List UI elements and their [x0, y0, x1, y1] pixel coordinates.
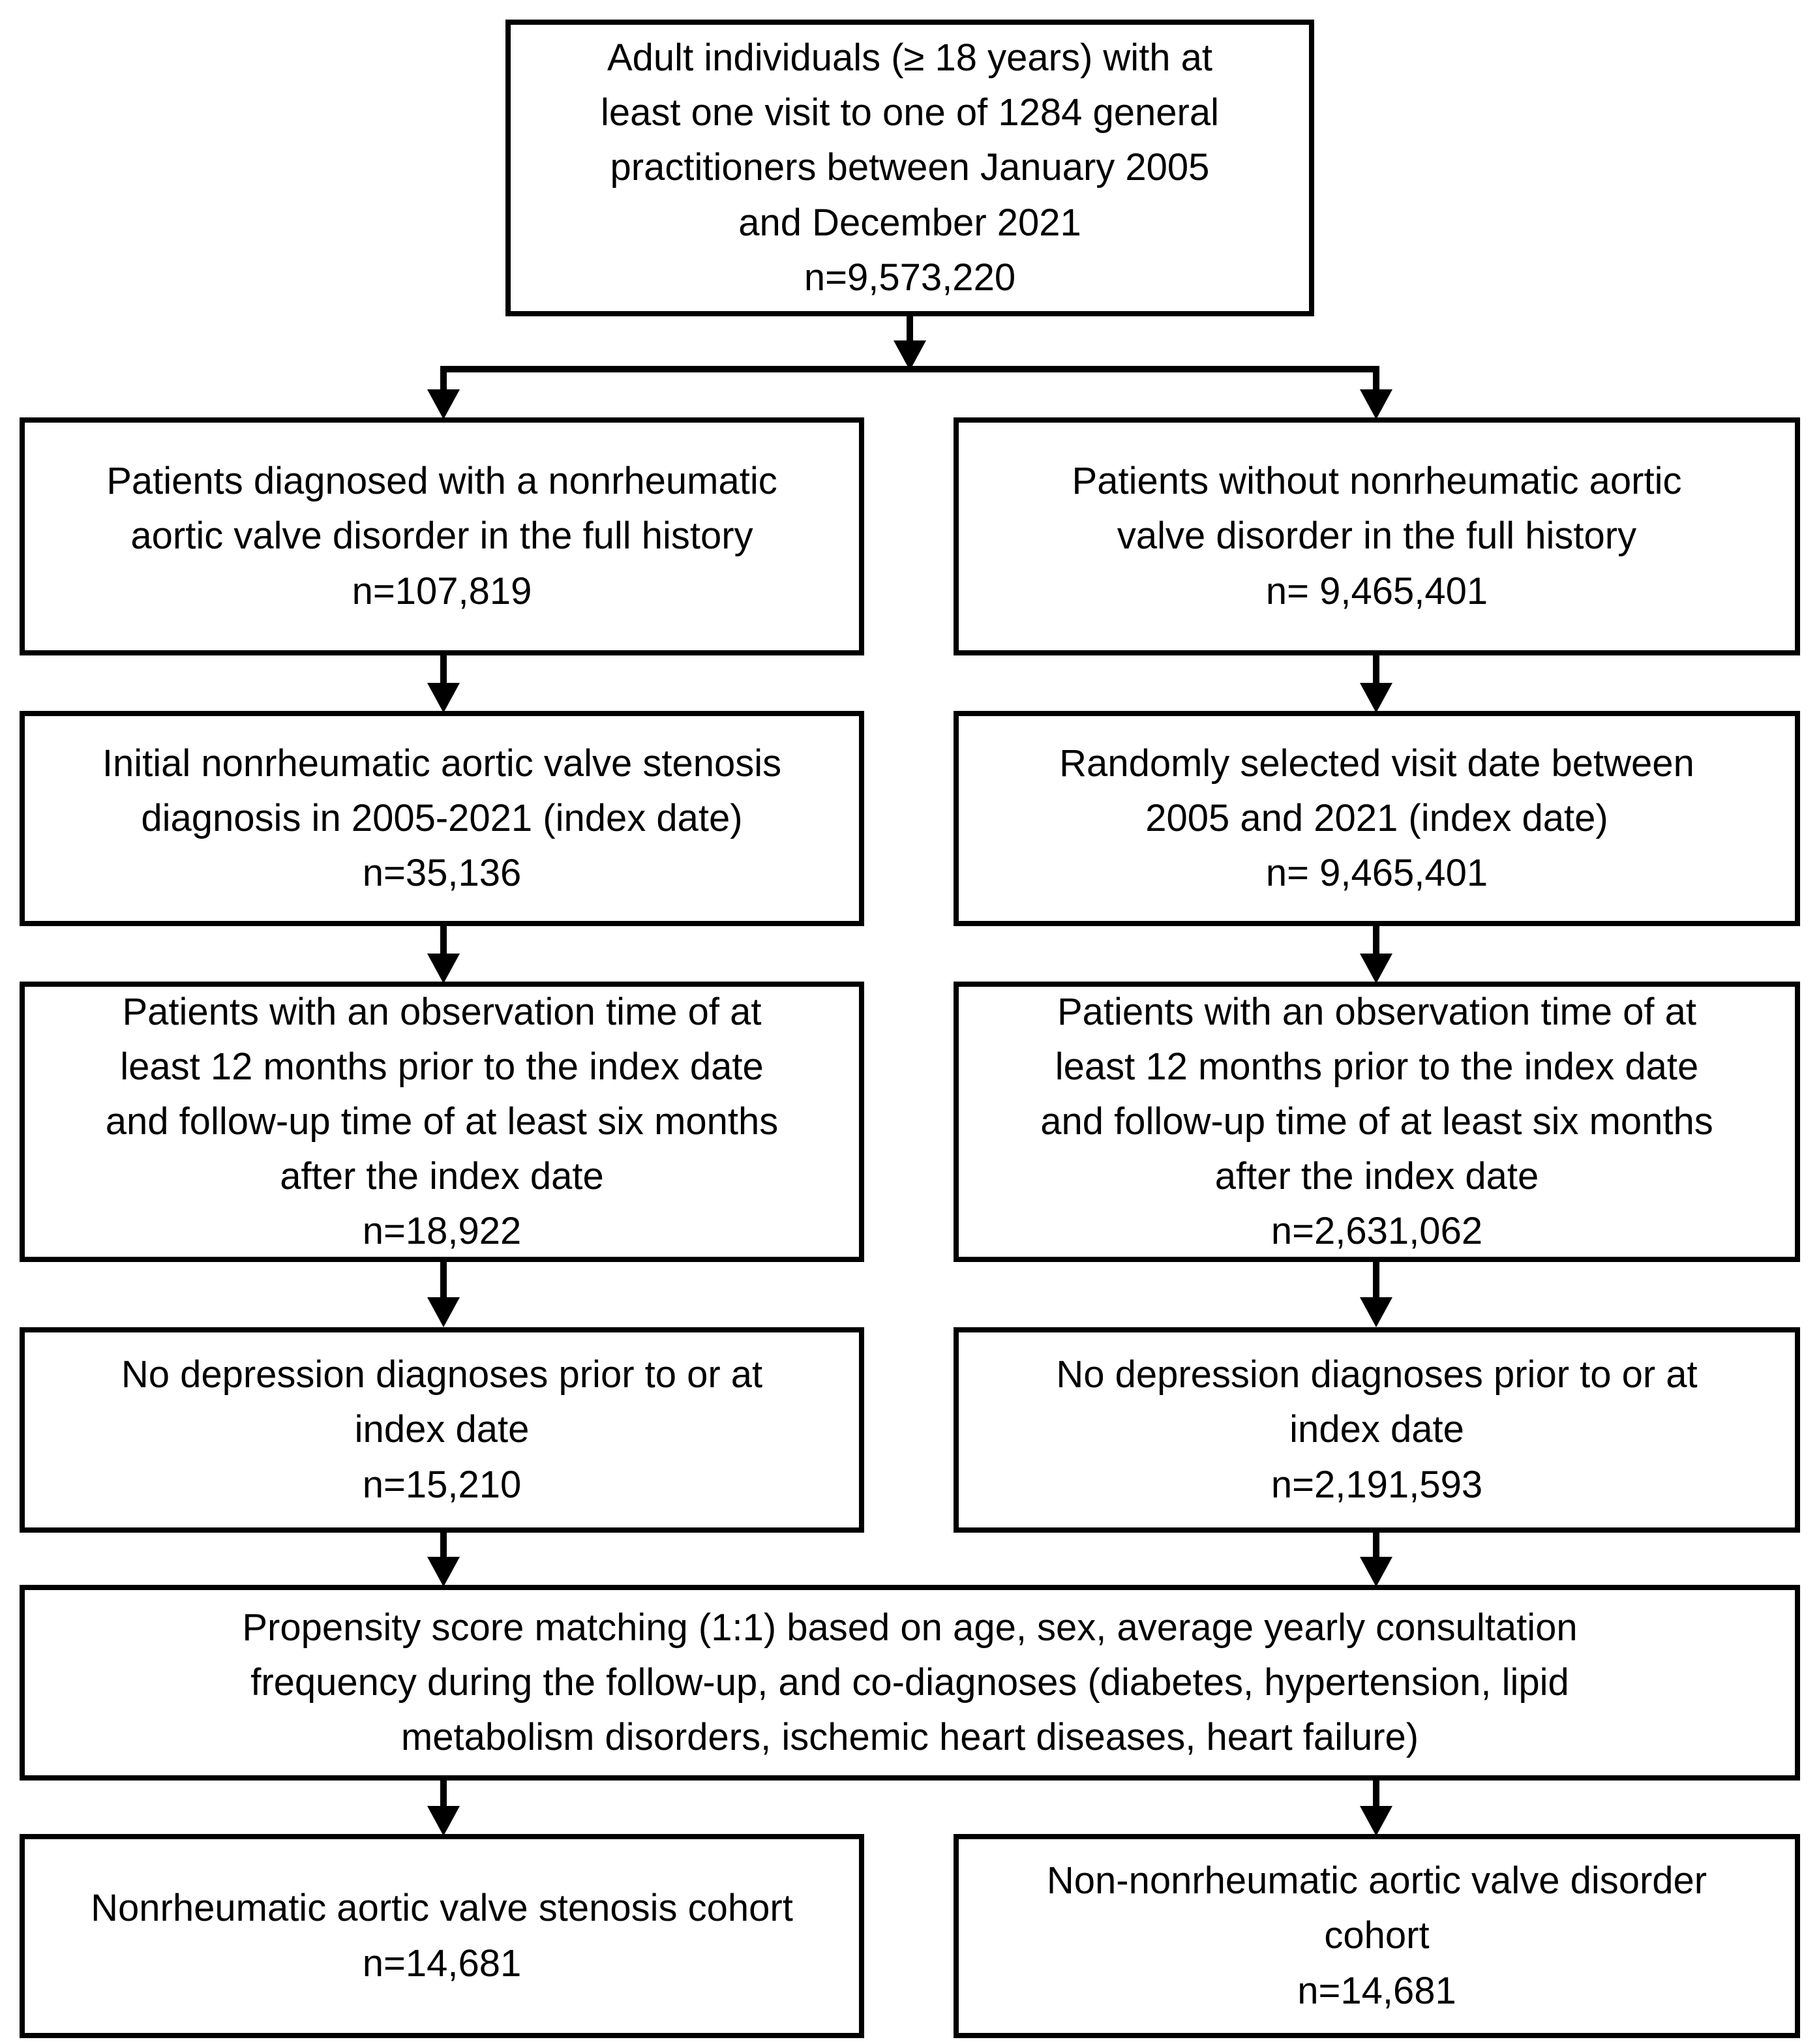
box-left-initial-stenosis-diagnosis-count: n=35,136 — [362, 852, 522, 895]
arrow-head-icon — [894, 340, 926, 370]
arrow-head-icon — [1360, 954, 1392, 984]
arrow-head-icon — [1360, 1297, 1392, 1327]
connector-right-row1-row2 — [1360, 655, 1392, 713]
box-right-no-depression-text: No depression diagnoses prior to or at i… — [1056, 1353, 1698, 1451]
connector-top-to-branch — [894, 316, 926, 370]
connector-matching-to-right-cohort — [1360, 1781, 1392, 1836]
arrow-head-icon — [427, 683, 460, 713]
arrow-head-icon — [427, 389, 460, 419]
connector-left-row1-row2 — [427, 655, 460, 713]
box-right-random-visit-date-count: n= 9,465,401 — [1265, 852, 1488, 895]
box-propensity-matching: Propensity score matching (1:1) based on… — [20, 1585, 1800, 1781]
arrow-head-icon — [427, 1297, 460, 1327]
arrow-head-icon — [1360, 1806, 1392, 1836]
connector-left-row4-matching — [427, 1533, 460, 1587]
arrow-head-icon — [427, 1806, 460, 1836]
box-right-observation-time-count: n=2,631,062 — [1270, 1210, 1483, 1253]
box-right-random-visit-date-text: Randomly selected visit date between 200… — [1059, 742, 1694, 839]
connector-right-row3-row4 — [1360, 1262, 1392, 1327]
box-left-observation-time-text: Patients with an observation time of at … — [105, 990, 779, 1198]
box-stenosis-cohort-count: n=14,681 — [362, 1942, 522, 1985]
box-left-observation-time-count: n=18,922 — [362, 1210, 522, 1253]
connector-branch-to-right-column — [1360, 368, 1392, 419]
connector-matching-to-left-cohort — [427, 1781, 460, 1836]
connector-left-row2-row3 — [427, 926, 460, 984]
arrow-stem — [1373, 1781, 1379, 1811]
box-non-disorder-cohort-text: Non-nonrheumatic aortic valve disorder c… — [1046, 1859, 1707, 1957]
connector-right-row2-row3 — [1360, 926, 1392, 984]
box-right-without-valve-disorder-text: Patients without nonrheumatic aortic val… — [1072, 460, 1682, 558]
box-left-initial-stenosis-diagnosis: Initial nonrheumatic aortic valve stenos… — [20, 711, 864, 926]
arrow-stem — [440, 368, 447, 395]
box-right-observation-time-text: Patients with an observation time of at … — [1040, 990, 1713, 1198]
box-left-initial-stenosis-diagnosis-text: Initial nonrheumatic aortic valve stenos… — [102, 742, 782, 839]
box-left-no-depression-count: n=15,210 — [362, 1463, 522, 1506]
box-source-population: Adult individuals (≥ 18 years) with at l… — [505, 20, 1314, 316]
box-source-population-text: Adult individuals (≥ 18 years) with at l… — [601, 37, 1219, 244]
arrow-stem — [440, 926, 447, 959]
box-right-no-depression: No depression diagnoses prior to or at i… — [954, 1327, 1800, 1533]
box-right-observation-time: Patients with an observation time of at … — [954, 982, 1800, 1262]
arrow-stem — [1373, 1262, 1379, 1302]
box-left-observation-time: Patients with an observation time of at … — [20, 982, 864, 1262]
arrow-stem — [1373, 1533, 1379, 1562]
arrow-stem — [440, 1533, 447, 1562]
arrow-stem — [1373, 926, 1379, 959]
box-left-no-depression: No depression diagnoses prior to or at i… — [20, 1327, 864, 1533]
box-propensity-matching-text: Propensity score matching (1:1) based on… — [242, 1606, 1578, 1759]
arrow-head-icon — [427, 954, 460, 984]
box-right-no-depression-count: n=2,191,593 — [1270, 1463, 1483, 1506]
arrow-head-icon — [1360, 683, 1392, 713]
box-non-disorder-cohort-count: n=14,681 — [1297, 1969, 1456, 2012]
arrow-head-icon — [1360, 389, 1392, 419]
branch-horizontal-line — [440, 366, 1379, 372]
box-stenosis-cohort-text: Nonrheumatic aortic valve stenosis cohor… — [91, 1887, 793, 1930]
box-non-disorder-cohort: Non-nonrheumatic aortic valve disorder c… — [954, 1834, 1800, 2038]
connector-left-row3-row4 — [427, 1262, 460, 1327]
connector-right-row4-matching — [1360, 1533, 1392, 1587]
box-right-without-valve-disorder: Patients without nonrheumatic aortic val… — [954, 417, 1800, 655]
arrow-stem — [440, 655, 447, 688]
arrow-head-icon — [1360, 1557, 1392, 1587]
box-left-diagnosed-valve-disorder: Patients diagnosed with a nonrheumatic a… — [20, 417, 864, 655]
arrow-stem — [440, 1781, 447, 1811]
box-left-diagnosed-valve-disorder-count: n=107,819 — [352, 569, 532, 612]
box-right-without-valve-disorder-count: n= 9,465,401 — [1265, 569, 1488, 612]
arrow-head-icon — [427, 1557, 460, 1587]
arrow-stem — [907, 316, 913, 346]
arrow-stem — [440, 1262, 447, 1302]
box-stenosis-cohort: Nonrheumatic aortic valve stenosis cohor… — [20, 1834, 864, 2038]
connector-branch-to-left-column — [427, 368, 460, 419]
box-left-diagnosed-valve-disorder-text: Patients diagnosed with a nonrheumatic a… — [106, 460, 777, 558]
box-left-no-depression-text: No depression diagnoses prior to or at i… — [121, 1353, 763, 1451]
arrow-stem — [1373, 655, 1379, 688]
arrow-stem — [1373, 368, 1379, 395]
box-right-random-visit-date: Randomly selected visit date between 200… — [954, 711, 1800, 926]
box-source-population-count: n=9,573,220 — [804, 256, 1016, 299]
